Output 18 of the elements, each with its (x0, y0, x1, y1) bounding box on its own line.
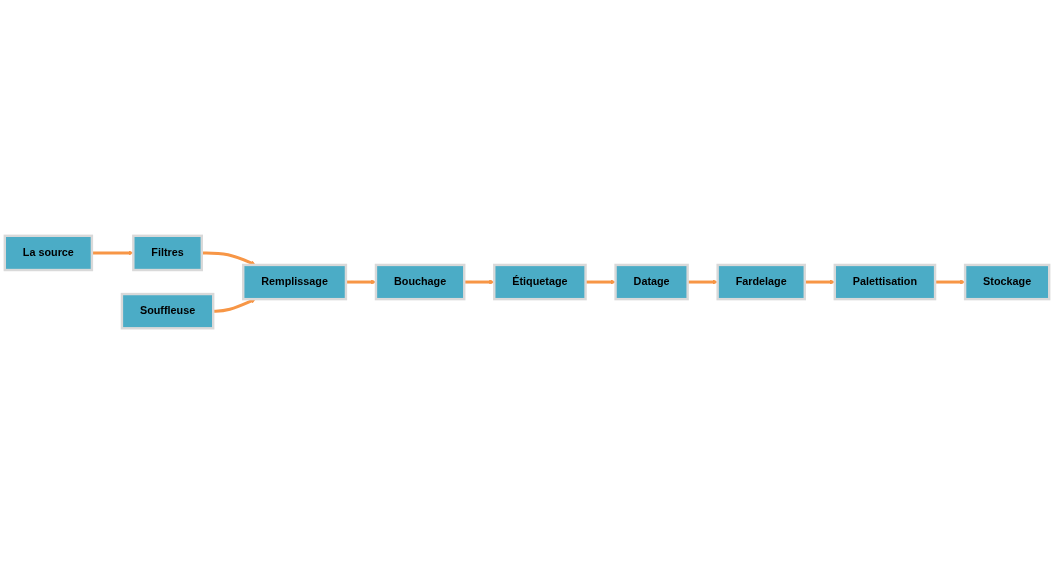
node-box: Palettisation (833, 264, 937, 301)
node-box: Étiquetage (493, 264, 587, 301)
node-box: Souffleuse (120, 293, 215, 330)
node-box: Stockage (963, 264, 1051, 301)
arrow (935, 279, 966, 286)
arrow (91, 250, 134, 256)
node-box: Fardelage (716, 264, 806, 301)
arrow (464, 279, 495, 286)
arrow (213, 299, 256, 314)
node-box: Bouchage (374, 264, 466, 301)
node-box: Filtres (132, 235, 203, 272)
arrow (585, 279, 616, 286)
arrow (201, 251, 256, 266)
node-box: La source (3, 235, 94, 272)
node-box: Remplissage (242, 264, 348, 301)
arrow (687, 279, 718, 286)
arrow (804, 279, 835, 286)
node-box: Datage (614, 264, 689, 301)
